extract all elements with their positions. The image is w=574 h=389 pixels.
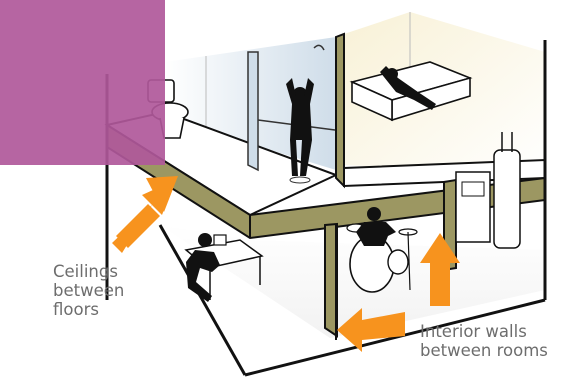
ceilings-label-line: Ceilings xyxy=(53,262,124,281)
ceilings-label-line: between xyxy=(53,281,124,300)
shower-glass xyxy=(248,52,258,170)
interior-walls-label-line: Interior walls xyxy=(420,322,548,341)
interior-walls-label: Interior walls between rooms xyxy=(420,322,548,360)
ceilings-label: Ceilings between floors xyxy=(53,262,124,319)
interior-walls-label-line: between rooms xyxy=(420,341,548,360)
ceilings-label-line: floors xyxy=(53,300,124,319)
upper-wall-cavity xyxy=(336,34,344,186)
magenta-accent-square xyxy=(0,0,165,165)
